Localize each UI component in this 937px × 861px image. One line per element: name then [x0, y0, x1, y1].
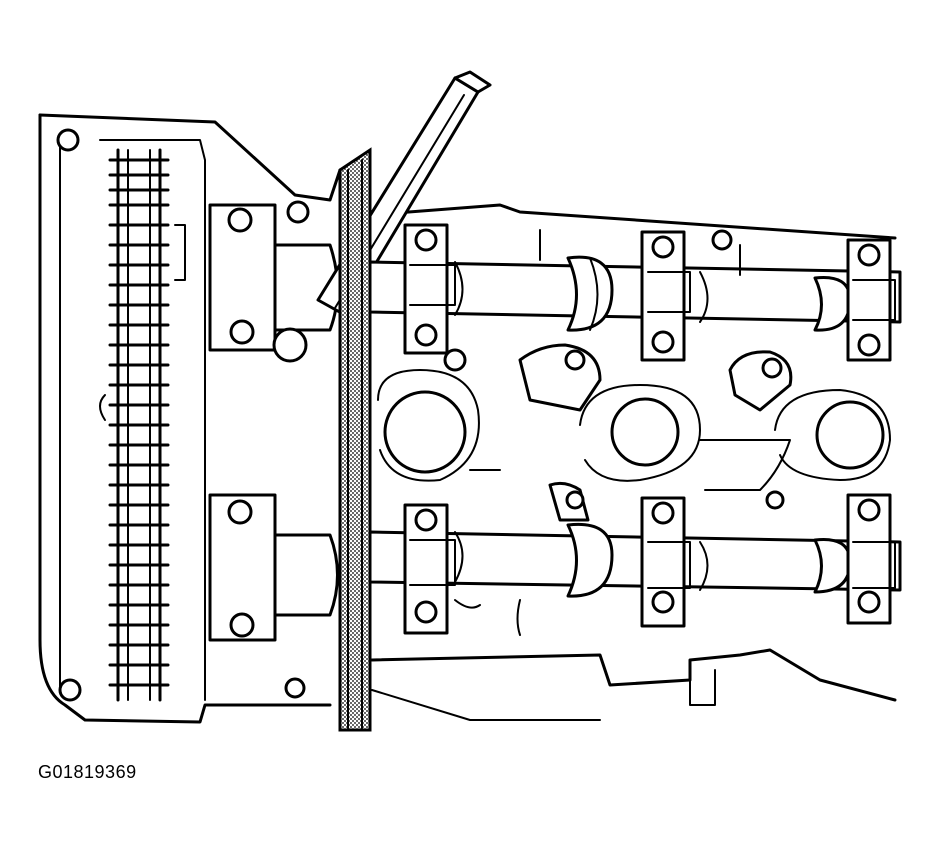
timing-chain — [99, 148, 186, 702]
straightedge-strip — [338, 147, 372, 732]
engine-cylinder-head-diagram — [38, 70, 902, 732]
cylinder-head-outline — [38, 113, 897, 724]
lower-left-bearing-cap — [208, 493, 339, 642]
figure-id-label: G01819369 — [38, 762, 137, 782]
upper-camshaft — [368, 255, 902, 332]
upper-left-bearing-cap — [208, 203, 339, 363]
lower-camshaft — [368, 522, 902, 598]
upper-cam-bearing-caps — [403, 223, 896, 362]
spark-plug-bores — [377, 229, 891, 636]
lower-cam-bearing-caps — [403, 493, 896, 635]
